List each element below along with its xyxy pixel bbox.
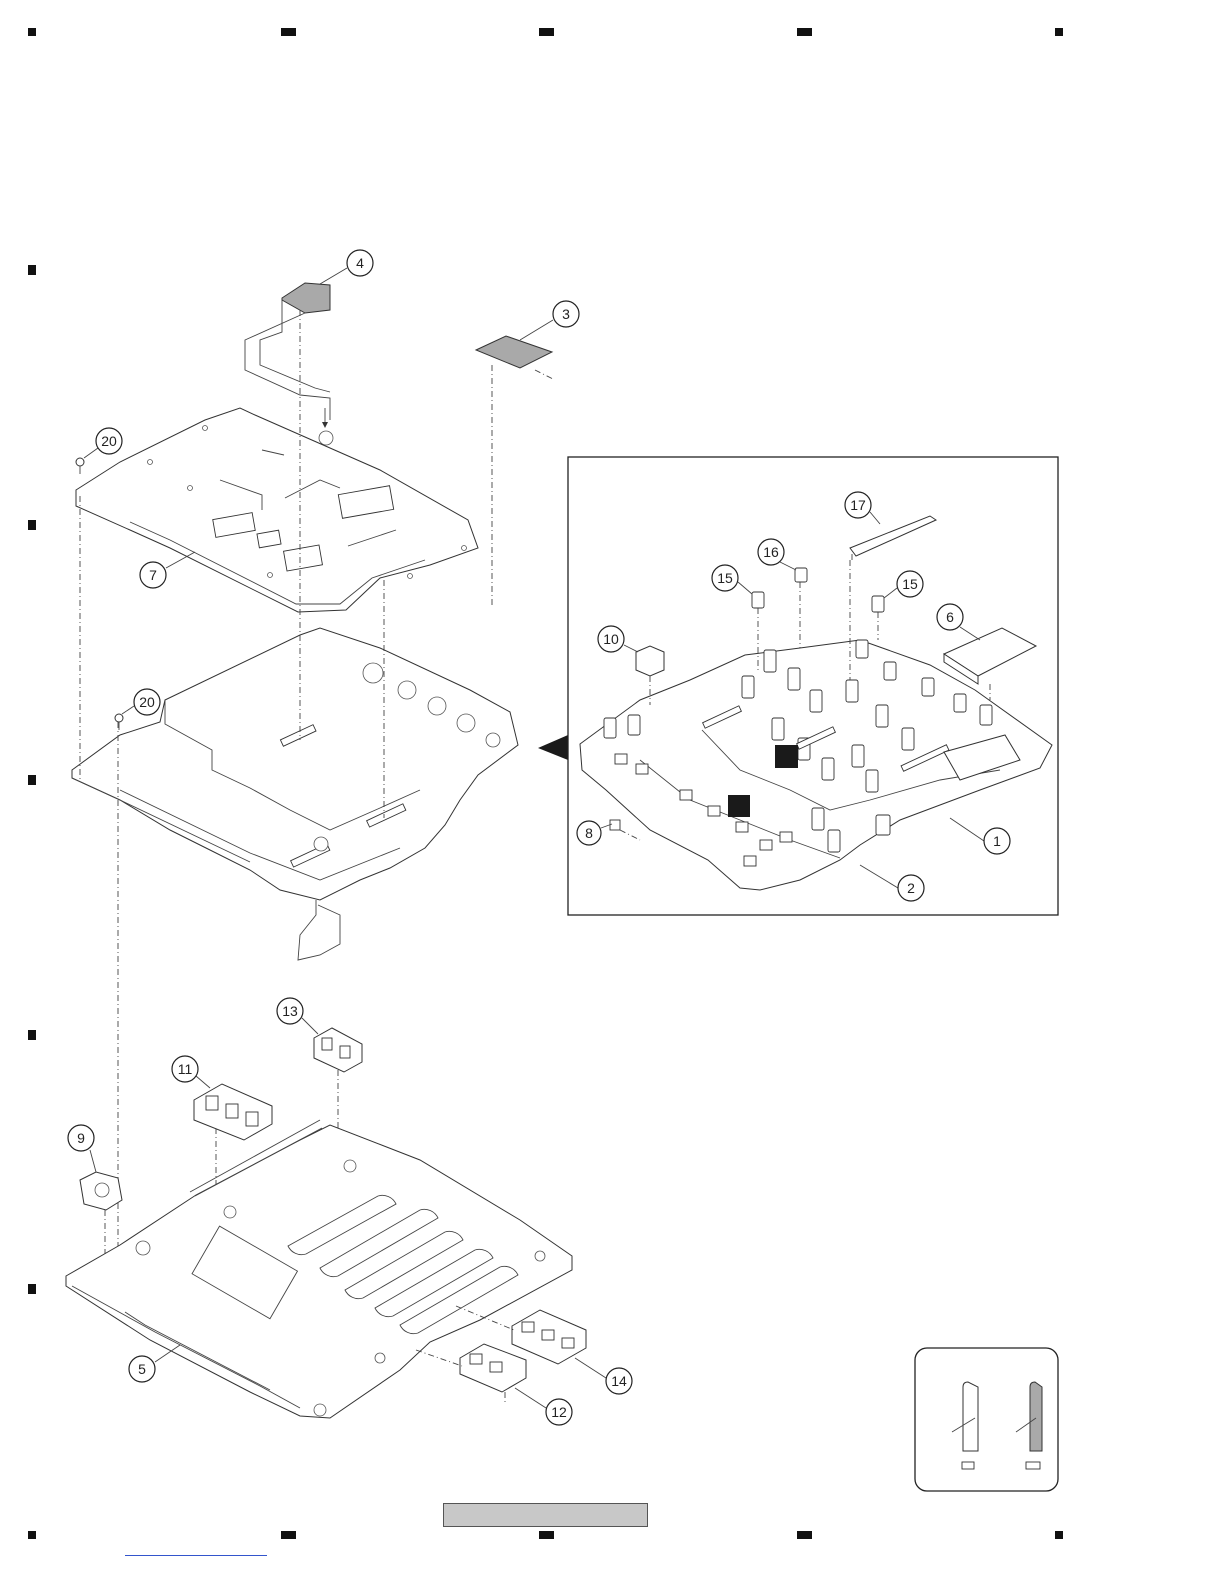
callout-number: 10 <box>603 631 619 647</box>
callout-number: 8 <box>585 825 593 841</box>
sheet-part-3 <box>476 336 553 608</box>
callout-14: 14 <box>575 1358 632 1394</box>
callout-11: 11 <box>172 1056 210 1088</box>
callout-number: 7 <box>149 567 157 583</box>
callout-number: 1 <box>993 833 1001 849</box>
callout-number: 3 <box>562 306 570 322</box>
callout-number: 11 <box>178 1061 193 1077</box>
bracket-part-9 <box>80 1172 122 1210</box>
callout-3: 3 <box>520 301 579 340</box>
callout-number: 20 <box>139 694 155 710</box>
footer-link-underline[interactable] <box>125 1555 267 1556</box>
screw-part-20-upper <box>76 458 84 474</box>
shield-plate-part-7 <box>76 408 478 612</box>
callout-number: 15 <box>902 576 918 592</box>
pcb-assembly-exploded <box>72 628 518 960</box>
knob-part-16 <box>795 568 807 582</box>
switch-part-10 <box>636 646 664 676</box>
callout-5: 5 <box>129 1345 180 1382</box>
callout-number: 2 <box>907 880 915 896</box>
callout-number: 4 <box>356 255 364 271</box>
callout-number: 20 <box>101 433 117 449</box>
callout-number: 9 <box>77 1130 85 1146</box>
callout-number: 6 <box>946 609 954 625</box>
cable-fold-inset <box>915 1348 1058 1491</box>
callout-number: 14 <box>611 1373 627 1389</box>
callout-20-lower: 20 <box>122 689 160 715</box>
clip-part-8 <box>610 820 620 830</box>
callout-9: 9 <box>68 1125 96 1172</box>
callout-7: 7 <box>140 552 195 588</box>
knob-part-15-right <box>872 596 884 612</box>
callout-number: 13 <box>282 1003 298 1019</box>
callout-number: 12 <box>551 1404 567 1420</box>
callout-13: 13 <box>277 998 318 1034</box>
marker-square <box>728 795 750 817</box>
screw-part-20-lower <box>115 714 123 730</box>
callout-4: 4 <box>320 250 373 284</box>
callout-number: 17 <box>850 497 866 513</box>
callout-number: 15 <box>717 570 733 586</box>
callout-12: 12 <box>515 1388 572 1425</box>
callout-number: 16 <box>763 544 779 560</box>
page-footer-bar <box>443 1503 648 1527</box>
marker-square <box>775 745 798 768</box>
holder-part-11 <box>194 1084 272 1140</box>
detail-pointer <box>538 735 568 760</box>
holder-part-12 <box>416 1344 526 1404</box>
knob-part-15-left <box>752 592 764 608</box>
holder-part-13 <box>314 1028 362 1072</box>
callout-number: 5 <box>138 1361 146 1377</box>
callout-20-upper: 20 <box>84 428 122 458</box>
